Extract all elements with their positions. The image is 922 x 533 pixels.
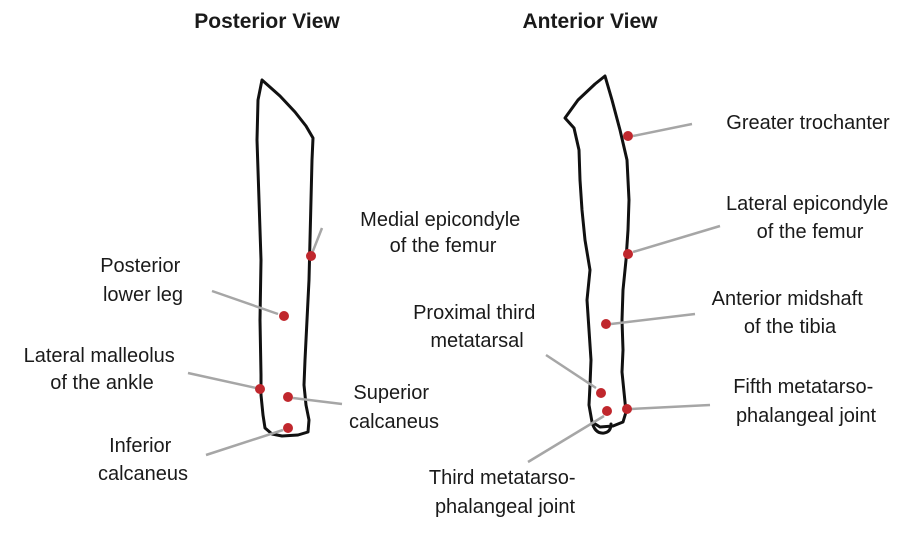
label-proximal-third-metatarsal: Proximal third metatarsal [413,302,541,352]
marker-lateral-epicondyle [623,249,633,259]
anterior-view-title: Anterior View [523,10,659,33]
leader-inferior-calcaneus [206,430,283,455]
marker-inferior-calcaneus [283,423,293,433]
marker-posterior-lower-leg [279,311,289,321]
leader-superior-calcaneus [293,398,342,404]
label-anterior-midshaft: Anterior midshaft of the tibia [712,288,869,338]
label-greater-trochanter: Greater trochanter [726,112,890,134]
label-inferior-calcaneus: Inferior calcaneus [98,435,188,485]
marker-anterior-midshaft [601,319,611,329]
leader-lateral-malleolus [188,373,256,388]
label-posterior-lower-leg: Posterior lower leg [100,255,186,306]
marker-proximal-third-metatarsal [596,388,606,398]
leader-posterior-lower-leg [212,291,278,314]
marker-superior-calcaneus [283,392,293,402]
label-lateral-epicondyle: Lateral epicondyle of the femur [726,193,894,243]
label-fifth-mtp: Fifth metatarso- phalangeal joint [733,376,879,427]
leader-proximal-third-metatarsal [546,355,596,388]
posterior-view-title: Posterior View [194,10,340,33]
leader-third-mtp [528,416,604,462]
leader-fifth-mtp [631,405,710,409]
posterior-leg-outline [257,80,313,436]
marker-third-mtp [602,406,612,416]
leader-greater-trochanter [633,124,692,136]
marker-medial-epicondyle [306,251,316,261]
leader-lateral-epicondyle [633,226,720,252]
marker-fifth-mtp [622,404,632,414]
label-superior-calcaneus: Superior calcaneus [349,382,439,433]
label-medial-epicondyle: Medial epicondyle of the femur [360,209,526,257]
label-lateral-malleolus: Lateral malleolus of the ankle [24,345,181,394]
marker-greater-trochanter [623,131,633,141]
label-third-mtp: Third metatarso- phalangeal joint [429,467,581,518]
marker-lateral-malleolus [255,384,265,394]
